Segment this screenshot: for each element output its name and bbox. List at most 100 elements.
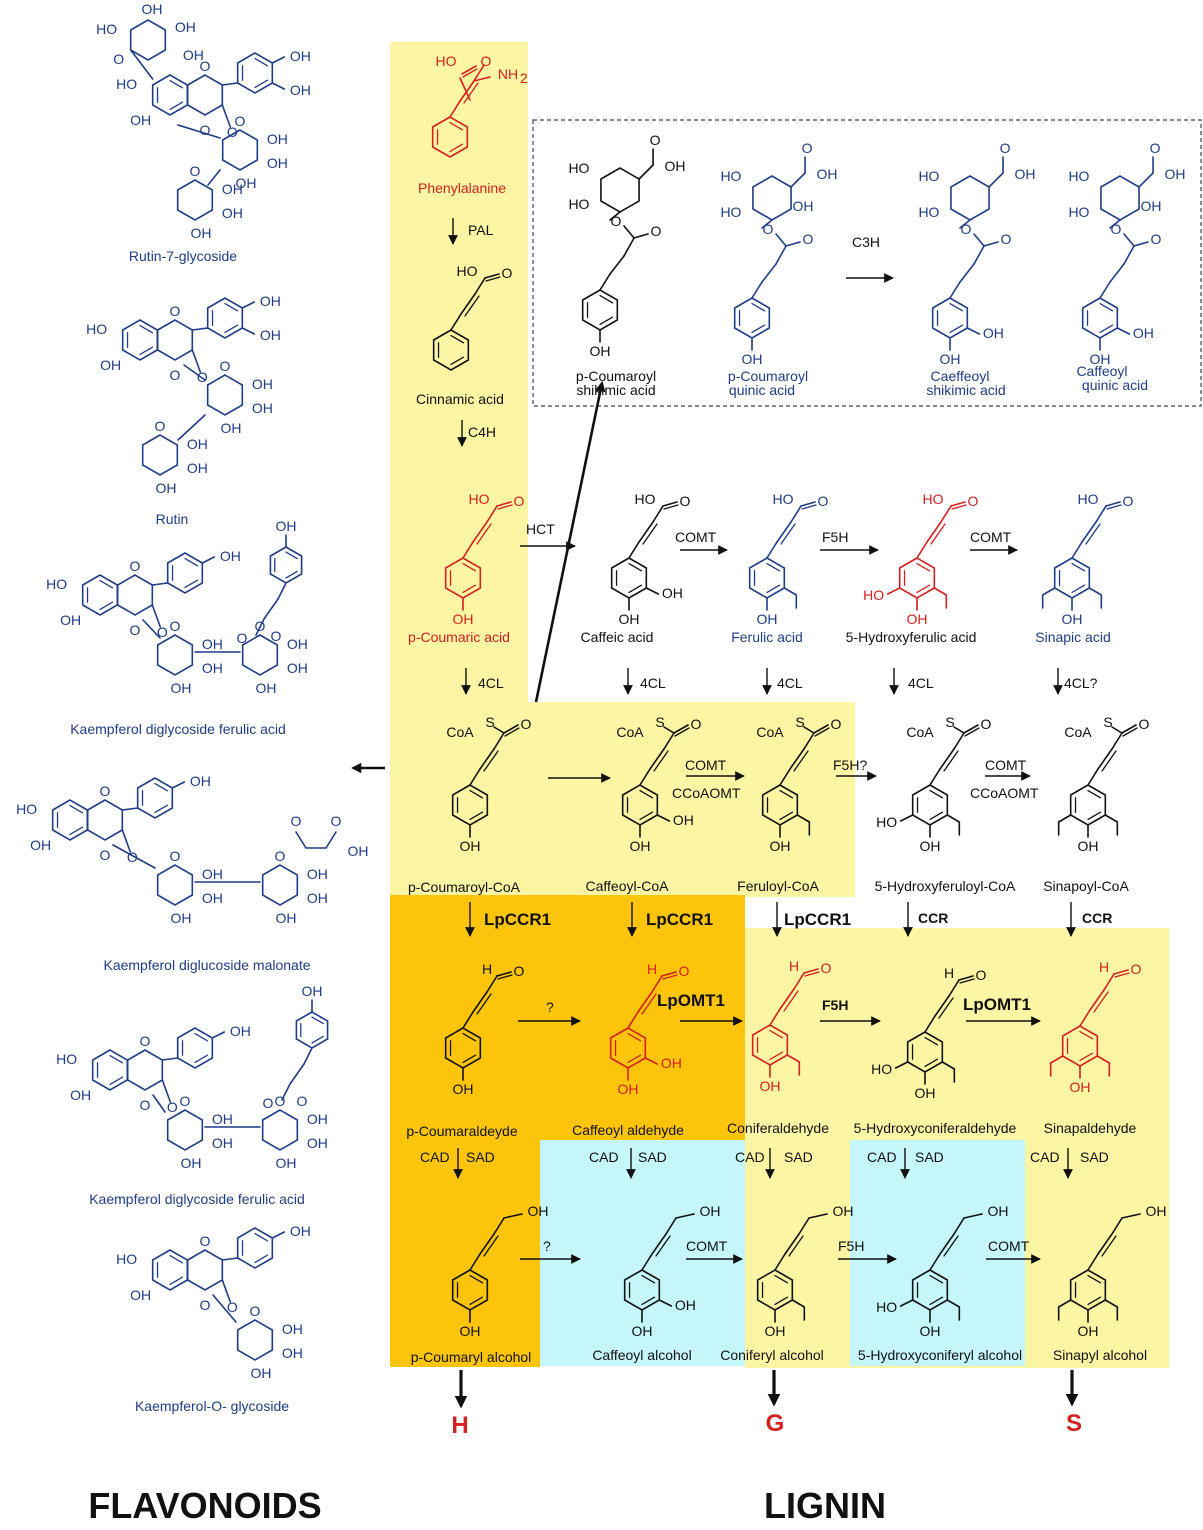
bond <box>169 79 184 89</box>
bond <box>776 521 792 543</box>
atom-oh: OH <box>307 866 328 882</box>
bond <box>151 604 162 628</box>
bond <box>929 768 941 786</box>
highlight-regions <box>390 42 1202 1368</box>
atom-nh2: NH <box>498 66 518 82</box>
ring <box>1100 175 1140 221</box>
bond <box>1101 1235 1117 1257</box>
bond <box>459 77 471 101</box>
atom-o: O <box>1131 961 1142 977</box>
label-ferulic-acid: Ferulic acid <box>731 629 803 645</box>
bond <box>469 811 484 821</box>
atom-ho: HO <box>469 491 490 507</box>
bond <box>661 971 677 977</box>
bond <box>1095 505 1107 523</box>
enzyme-cad-5: CAD <box>1030 1149 1060 1165</box>
bond <box>916 562 931 572</box>
bond <box>1111 1217 1123 1235</box>
atom-o: O <box>1000 140 1011 156</box>
unit-h: H <box>451 1412 468 1439</box>
atom-o: O <box>331 813 342 829</box>
enzyme-hct: HCT <box>526 521 555 537</box>
enzyme-f5h-coa: F5H? <box>833 757 867 773</box>
atom-oh: OH <box>348 843 369 859</box>
bond <box>662 501 678 507</box>
enzyme-lpomt1-1: LpOMT1 <box>657 991 725 1010</box>
atom-oh: OH <box>988 1203 1009 1219</box>
atom-oh: OH <box>276 1155 297 1171</box>
bond <box>69 804 84 814</box>
bond <box>929 789 944 799</box>
bond <box>1087 1253 1099 1271</box>
label-p-coumaryl-alcohol: p-Coumaryl alcohol <box>411 1349 532 1365</box>
enzyme-sad-3: SAD <box>784 1149 813 1165</box>
label-p-coumaroyl-quinic-1: p-Coumaroyl <box>728 368 808 384</box>
bond <box>673 724 689 734</box>
label-flavonoid-2: Rutin <box>156 511 189 527</box>
atom-oh: OH <box>276 518 297 534</box>
enzyme-comt-alc-2: COMT <box>988 1238 1030 1254</box>
bond <box>783 990 799 1012</box>
bond <box>599 294 614 304</box>
atom-o: O <box>821 960 832 976</box>
atom-oh: OH <box>221 420 242 436</box>
bond <box>1113 969 1129 975</box>
label-flavonoid-1: Rutin-7-glycoside <box>129 248 237 264</box>
label-caffeoyl-quinic-1: Caffeoyl <box>1076 363 1127 379</box>
bond <box>1122 727 1138 737</box>
label-caffeic-acid: Caffeic acid <box>581 629 654 645</box>
bond <box>271 82 286 90</box>
bond <box>963 724 979 734</box>
atom-o: O <box>190 163 201 179</box>
atom-ho: HO <box>436 53 457 69</box>
bond <box>641 1253 653 1271</box>
atom-ho: HO <box>96 21 117 37</box>
atom-oh: OH <box>156 480 177 496</box>
atom-oh: OH <box>983 325 1004 341</box>
bond <box>663 732 675 750</box>
atom-oh: OH <box>661 1055 682 1071</box>
bond <box>623 225 635 239</box>
atom-o: O <box>502 265 513 281</box>
bond <box>289 1063 305 1085</box>
atom-s: S <box>1103 714 1112 730</box>
enzyme-sad-1: SAD <box>466 1149 495 1165</box>
atom-oh: OH <box>665 158 686 174</box>
bond <box>808 1213 828 1219</box>
bond <box>1104 1299 1119 1308</box>
bond <box>639 811 654 821</box>
atom-oh: OH <box>1062 611 1083 627</box>
bond <box>469 789 484 799</box>
arrow-layer <box>350 218 1079 1409</box>
atom-oh: OH <box>187 460 208 476</box>
bond <box>449 121 464 131</box>
bond <box>1111 726 1123 734</box>
atom-coa: CoA <box>756 724 784 740</box>
bond <box>949 302 964 312</box>
ring <box>431 116 469 158</box>
bond <box>779 811 794 821</box>
bond <box>485 276 501 282</box>
label-p-coumaric-acid: p-Coumaric acid <box>408 629 510 645</box>
atom-o: O <box>227 124 238 140</box>
bond <box>483 750 499 772</box>
atom-o: O <box>200 1233 211 1249</box>
sugar-ring <box>156 864 194 906</box>
atom-h: H <box>944 965 954 981</box>
bond <box>112 844 156 869</box>
region-phenylpropanoid-column <box>390 42 528 702</box>
atom-o: O <box>291 813 302 829</box>
atom-oh: OH <box>757 611 778 627</box>
atom-o: O <box>140 1033 151 1049</box>
bond <box>609 211 621 221</box>
bond <box>109 1076 124 1086</box>
atom-o: O <box>679 963 690 979</box>
bond <box>645 587 660 595</box>
label-flavonoid-3: Kaempferol diglycoside ferulic acid <box>70 721 286 737</box>
lignin-units: H G S <box>451 1410 1082 1439</box>
atom-o: O <box>275 1093 286 1109</box>
